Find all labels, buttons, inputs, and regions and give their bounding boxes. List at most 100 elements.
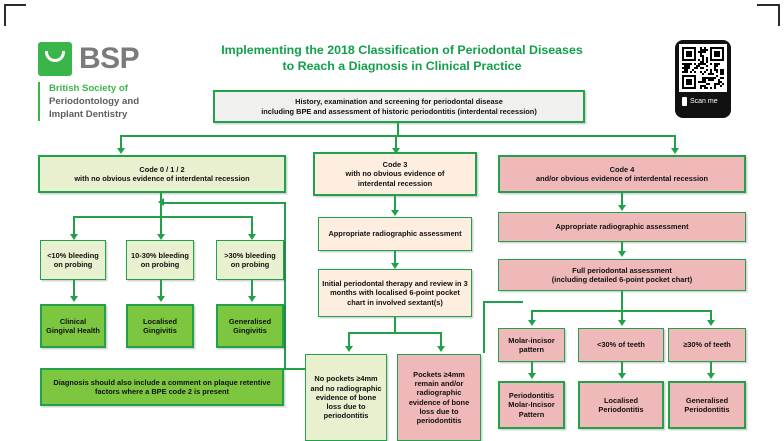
node-bop-lt10-label: <10% bleeding on probing [47, 250, 99, 269]
register-mark-top-right [778, 4, 780, 26]
bsp-logo: BSP British Society of Periodontology an… [38, 42, 188, 121]
arrow-pattern-mi-down [527, 373, 536, 379]
connector-code4-down [621, 193, 624, 207]
connector-c3-rad-down [394, 251, 397, 265]
node-start: History, examination and screening for p… [213, 90, 585, 123]
node-dx-generalised-gingivitis: Generalised Gingivitis [216, 304, 284, 348]
node-code-012-line1: Code 0 / 1 / 2 [139, 164, 185, 174]
connector-pattern-gte30-down [710, 362, 713, 375]
connector-bop-bus [73, 216, 253, 219]
arrow-to-no-pockets [344, 346, 353, 352]
arrow-pattern-lt30-down [617, 373, 626, 379]
node-dx-clinical-gingival-health-label: Clinical Gingival Health [46, 316, 100, 335]
connector-to-code3 [395, 135, 398, 149]
connector-pockets-to-code4 [483, 301, 523, 304]
connector-code3-down [394, 196, 397, 212]
page-title-line2: to Reach a Diagnosis in Clinical Practic… [282, 59, 522, 73]
node-dx-clinical-gingival-health: Clinical Gingival Health [40, 304, 106, 348]
node-c4-full-assessment-line2: (including detailed 6-point pocket chart… [551, 275, 693, 284]
connector-c3-therapy-down [394, 317, 397, 334]
node-bop-gt30-label: >30% bleeding on probing [224, 250, 276, 269]
node-c3-initial-therapy-label: Initial periodontal therapy and review i… [322, 279, 468, 307]
node-dx-localised-periodontitis-label: Localised Periodontitis [598, 395, 644, 414]
node-dx-perio-molar-incisor: Periodontitis Molar-Incisor Pattern [498, 381, 565, 429]
node-c3-no-pockets-label: No pockets ≥4mm and no radiographic evid… [310, 374, 382, 421]
node-plaque-note-label: Diagnosis should also include a comment … [53, 377, 271, 396]
arrow-bop1-down [69, 296, 78, 302]
arrow-code4-to-radiographic [617, 205, 626, 211]
connector-to-pattern-lt30 [621, 310, 624, 322]
register-mark-top-left-h [4, 4, 26, 6]
arrow-to-bop2 [156, 234, 165, 240]
node-dx-generalised-gingivitis-label: Generalised Gingivitis [228, 316, 272, 335]
node-code-012-line2: with no obvious evidence of interdental … [74, 174, 250, 183]
connector-to-pattern-gte30 [710, 310, 713, 322]
node-c3-pockets-remain-label: Pockets ≥4mm remain and/or radiographic … [408, 369, 470, 425]
connector-to-bop2 [160, 216, 163, 236]
node-dx-localised-gingivitis: Localised Gingivitis [126, 304, 194, 348]
node-pattern-lt30-label: <30% of teeth [597, 340, 645, 350]
connector-to-code4 [674, 135, 677, 149]
logo-acronym: BSP [79, 42, 140, 75]
node-code-4: Code 4 and/or obvious evidence of interd… [498, 155, 746, 193]
node-c4-full-assessment: Full periodontal assessment (including d… [498, 259, 746, 291]
node-dx-generalised-periodontitis: Generalised Periodontitis [668, 381, 746, 429]
node-c3-radiographic: Appropriate radiographic assessment [318, 217, 472, 251]
node-c4-radiographic-label: Appropriate radiographic assessment [555, 222, 689, 232]
arrow-c3-rad-to-therapy [390, 263, 399, 269]
node-bop-10-30: 10-30% bleeding on probing [126, 240, 194, 280]
node-pattern-molar-incisor: Molar-incisor pattern [498, 328, 565, 362]
node-code-3-line3: interdental recession [357, 178, 433, 188]
arrow-bop3-down [247, 296, 256, 302]
arrow-c4-rad-to-full [617, 251, 626, 257]
arrow-to-code012 [116, 148, 125, 154]
connector-code012-down [160, 193, 163, 218]
arrow-to-pattern-mi [527, 320, 536, 326]
connector-start-down [397, 123, 400, 137]
arrow-to-code3 [391, 148, 400, 154]
node-code-4-line2: and/or obvious evidence of interdental r… [535, 174, 709, 183]
node-code-4-line1: Code 4 [609, 164, 635, 174]
connector-feedback-lower [284, 368, 306, 371]
connector-to-bop1 [73, 216, 76, 236]
node-start-line1: History, examination and screening for p… [295, 97, 503, 107]
connector-to-no-pockets [348, 332, 351, 348]
node-code-012: Code 0 / 1 / 2 with no obvious evidence … [38, 155, 286, 193]
node-pattern-gte30: ≥30% of teeth [668, 328, 746, 362]
connector-start-bus [120, 135, 676, 138]
node-dx-localised-gingivitis-label: Localised Gingivitis [142, 316, 178, 335]
connector-to-bop3 [251, 216, 254, 236]
qr-code-icon [679, 44, 727, 92]
arrow-bop2-down [156, 296, 165, 302]
qr-card[interactable]: Scan me [675, 40, 731, 118]
connector-bop3-down [251, 280, 254, 298]
arrow-to-pattern-lt30 [617, 320, 626, 326]
connector-to-pattern-mi [531, 310, 534, 322]
node-pattern-gte30-label: ≥30% of teeth [683, 340, 731, 350]
node-bop-gt30: >30% bleeding on probing [216, 240, 284, 280]
node-c4-radiographic: Appropriate radiographic assessment [498, 212, 746, 242]
node-dx-perio-molar-incisor-label: Periodontitis Molar-Incisor Pattern [508, 391, 555, 419]
arrow-to-bop3 [247, 234, 256, 240]
page-title: Implementing the 2018 Classification of … [196, 42, 608, 74]
node-code-3-line1: Code 3 [382, 160, 408, 170]
node-bop-10-30-label: 10-30% bleeding on probing [131, 250, 189, 269]
connector-to-pockets-remain [440, 332, 443, 348]
connector-feedback-vertical [284, 202, 287, 370]
arrow-pattern-gte30-down [706, 373, 715, 379]
page-title-line1: Implementing the 2018 Classification of … [221, 43, 583, 57]
node-code-3-line2: with no obvious evidence of [345, 169, 445, 179]
qr-label: Scan me [679, 97, 727, 106]
arrow-to-code4 [670, 148, 679, 154]
node-plaque-note: Diagnosis should also include a comment … [40, 368, 284, 406]
node-pattern-lt30: <30% of teeth [578, 328, 664, 362]
connector-bop2-down [160, 280, 163, 298]
node-code-3: Code 3 with no obvious evidence of inter… [313, 152, 477, 196]
phone-icon [682, 97, 687, 106]
connector-to-code012 [120, 135, 123, 149]
node-c3-radiographic-label: Appropriate radiographic assessment [328, 229, 462, 239]
arrow-code3-to-radiographic [390, 210, 399, 216]
connector-c3-outcome-bus [348, 332, 442, 335]
node-bop-lt10: <10% bleeding on probing [40, 240, 106, 280]
register-mark-top-right-h [757, 4, 779, 6]
